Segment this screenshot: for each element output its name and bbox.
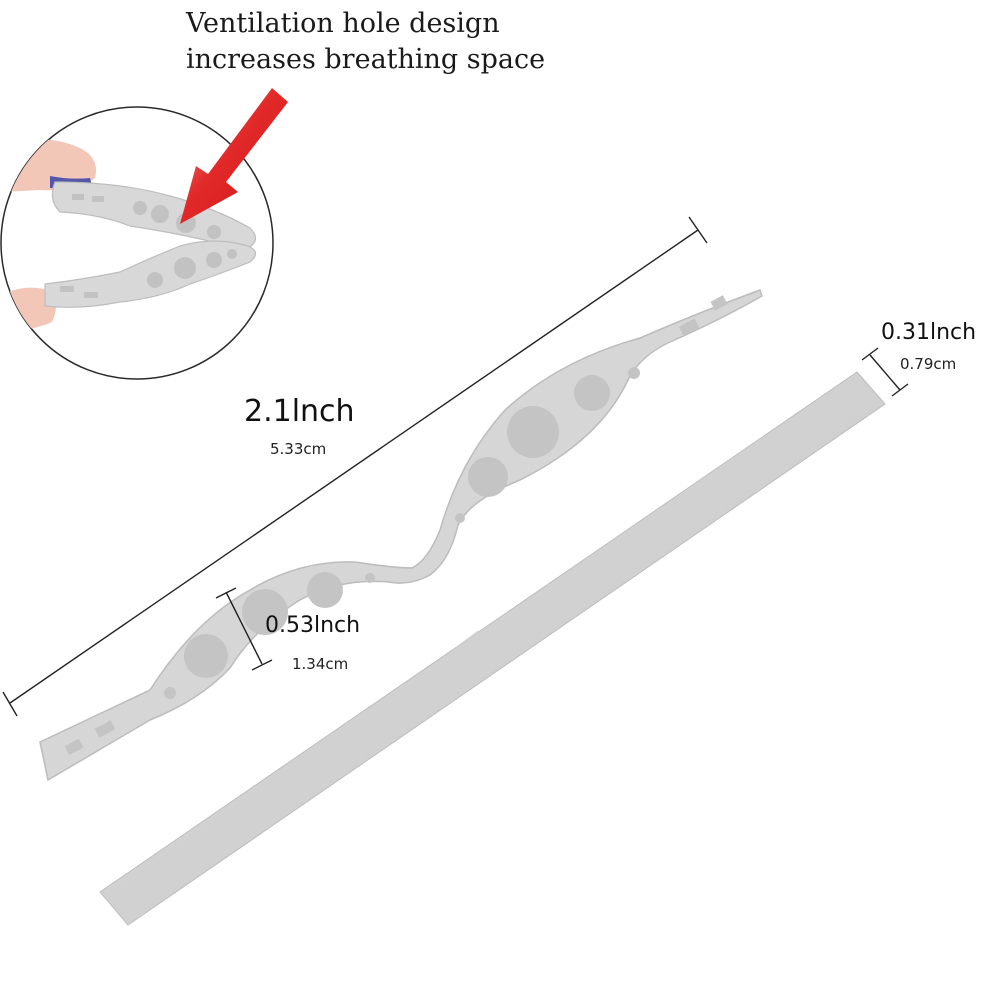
length-inch-label: 2.1lnch [244, 394, 355, 429]
length-cm-label: 5.33cm [270, 440, 327, 458]
width-cm-label: 1.34cm [292, 655, 349, 673]
width-inch-label: 0.53lnch [265, 613, 361, 638]
band-inch-label: 0.31lnch [881, 320, 977, 345]
headline-line-1: Ventilation hole design [186, 8, 500, 39]
width-dimension-line [215, 587, 273, 671]
flat-sponge-strip [99, 371, 886, 926]
band-cm-label: 0.79cm [900, 355, 957, 373]
nose-bridge-strip [39, 289, 763, 782]
headline-line-2: increases breathing space [186, 44, 546, 75]
feature-headline: Ventilation hole design increases breath… [186, 6, 545, 78]
band-width-dimension-line [861, 347, 909, 397]
length-dimension-line [2, 216, 708, 717]
red-arrow-icon [180, 88, 288, 224]
